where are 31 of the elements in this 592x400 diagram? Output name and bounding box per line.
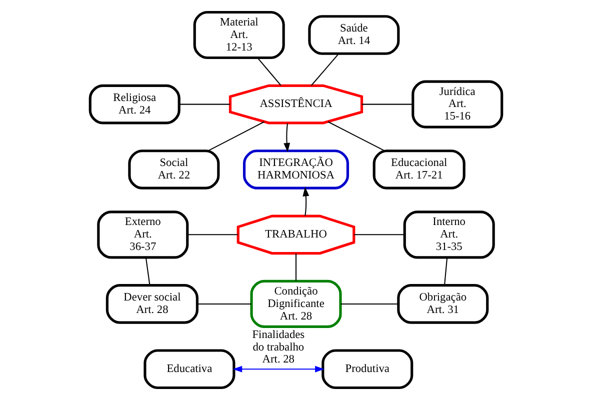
node-box: Externo Art. 36-37 <box>97 210 189 259</box>
edge-label: Finalidades do trabalho Art. 28 <box>252 328 305 366</box>
connector <box>257 58 282 86</box>
connector <box>444 258 448 286</box>
connector <box>340 303 398 304</box>
connector <box>208 121 264 152</box>
node-box: Obrigação Art. 31 <box>397 284 489 324</box>
connector <box>197 303 252 304</box>
connector <box>310 53 340 86</box>
node-box: Educativa <box>144 349 236 390</box>
arrow <box>302 186 310 216</box>
connector <box>295 253 297 281</box>
node-box: Material Art. 12-13 <box>193 10 285 60</box>
node-box: Religiosa Art. 24 <box>88 84 180 124</box>
connector <box>354 234 405 236</box>
connector <box>179 104 230 105</box>
arrow <box>232 366 324 372</box>
connector <box>328 121 385 152</box>
node-box: Interno Art. 31-35 <box>403 210 495 259</box>
arrow <box>284 123 290 152</box>
node-box: Educacional Art. 17-21 <box>372 150 466 190</box>
node-box: Jurídica Art. 15-16 <box>412 80 504 128</box>
node-box: Social Art. 22 <box>128 150 220 190</box>
connector <box>187 234 238 236</box>
connector <box>145 258 150 286</box>
node-box: Dever social Art. 28 <box>106 284 198 324</box>
node-box: Saúde Art. 14 <box>308 15 400 55</box>
node-box: Produtiva <box>322 349 414 390</box>
connector <box>362 104 413 105</box>
node-box: INTEGRAÇÃO HARMONIOSA <box>242 150 350 190</box>
node-box: Condição Dignificante Art. 28 <box>250 280 342 328</box>
